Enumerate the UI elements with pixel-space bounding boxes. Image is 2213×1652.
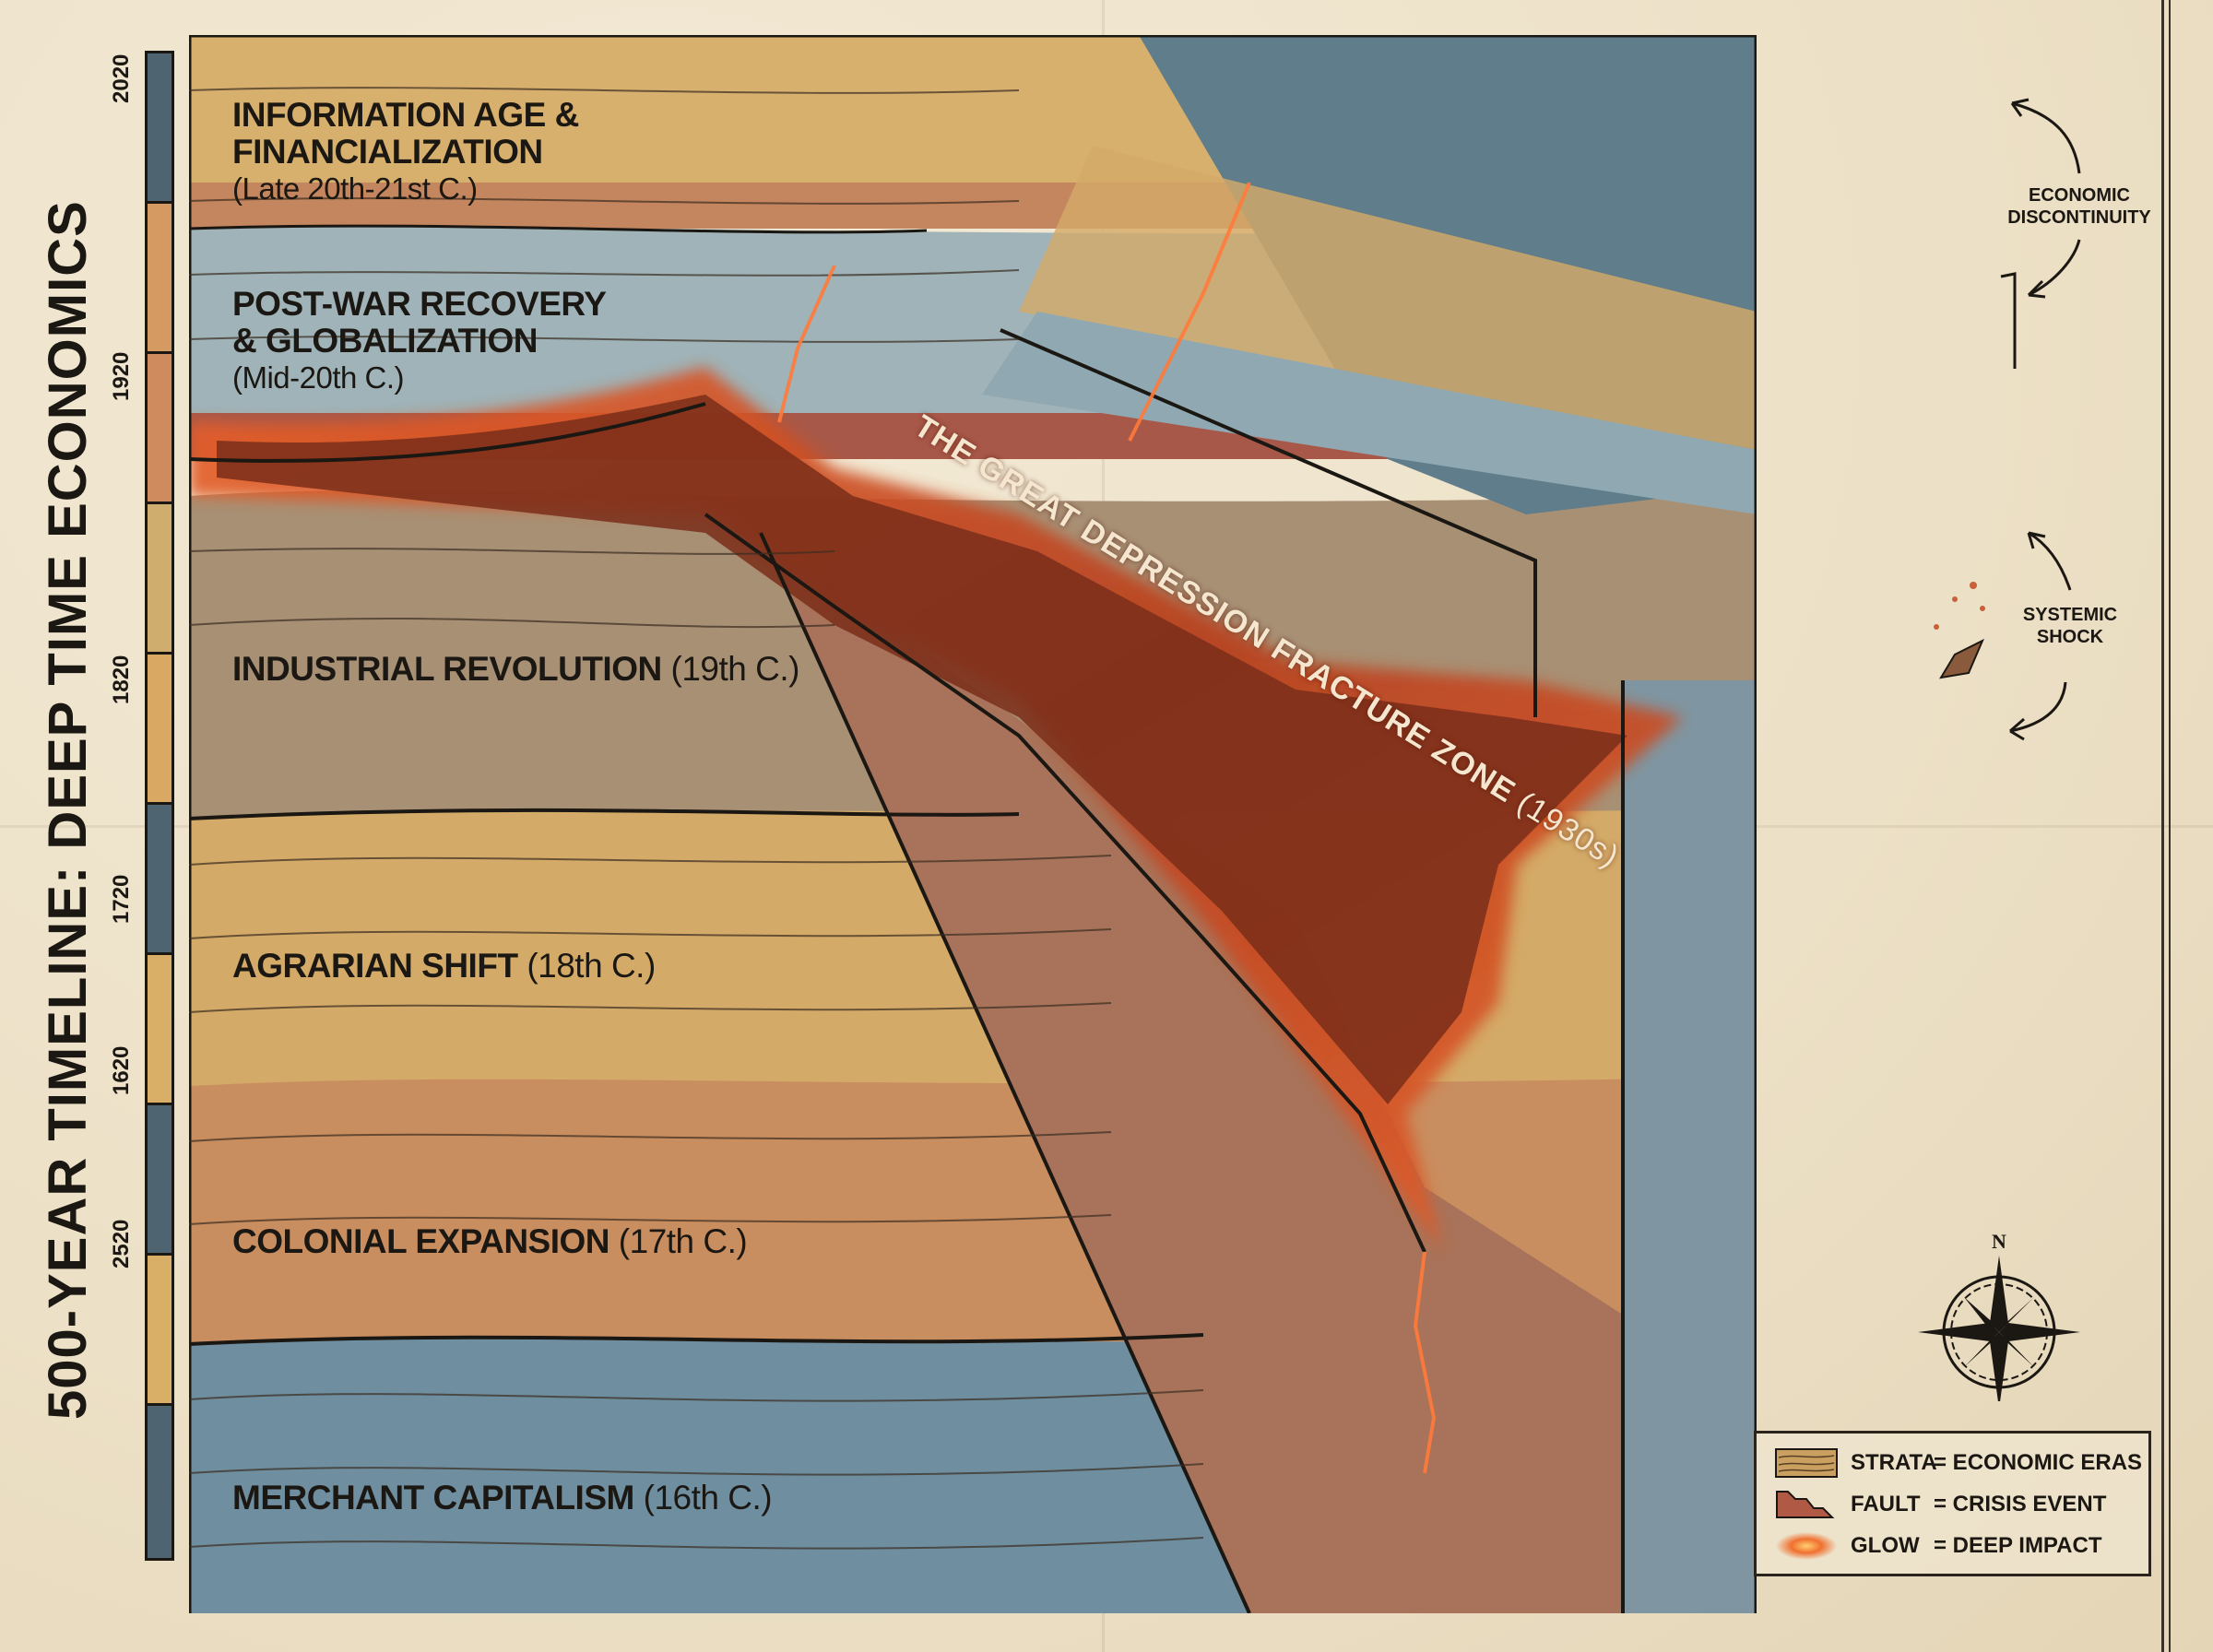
era-label-colonial: COLONIAL EXPANSION (17th C.) — [232, 1222, 748, 1260]
tick-label-1720: 1720 — [109, 874, 134, 924]
debris-fragments-icon — [1934, 582, 1985, 679]
timeline-segment — [148, 655, 172, 805]
compass-rose-icon: N — [1918, 1230, 2080, 1401]
timeline-segment — [148, 504, 172, 655]
tick-label-1620: 1620 — [109, 1045, 134, 1095]
tick-label-2520: 2520 — [109, 1219, 134, 1268]
frame-border-right — [2161, 0, 2164, 1652]
timeline-segment — [148, 1256, 172, 1406]
timeline-segment — [148, 53, 172, 204]
legend-item-glow: GLOW = DEEP IMPACT — [1775, 1528, 2101, 1564]
tick-label-2020: 2020 — [109, 53, 134, 103]
legend-item-fault: FAULT = CRISIS EVENT — [1775, 1486, 2106, 1523]
discontinuity-arrows-icon — [2000, 98, 2081, 369]
shock-arrows-icon — [2009, 531, 2072, 741]
compass-north-label: N — [1992, 1230, 2006, 1253]
timeline-bar — [145, 51, 174, 1561]
timeline-segment — [148, 354, 172, 504]
tick-label-1920: 1920 — [109, 351, 134, 401]
glow-oval-icon — [1776, 1532, 1837, 1560]
fault-step-icon — [1776, 1491, 1835, 1518]
era-label-merchant: MERCHANT CAPITALISM (16th C.) — [232, 1479, 773, 1516]
main-title: 500-YEAR TIMELINE: DEEP TIME ECONOMICS — [38, 200, 98, 1420]
fracture-glow — [189, 367, 1683, 1252]
strata-illustration — [189, 35, 1757, 1613]
tick-label-1820: 1820 — [109, 655, 134, 704]
frame-border-right-inner — [2169, 0, 2171, 1652]
legend-box: STRATA = ECONOMIC ERAS FAULT = CRISIS EV… — [1754, 1431, 2151, 1576]
era-label-industrial: INDUSTRIAL REVOLUTION (19th C.) — [232, 650, 799, 688]
timeline-segment — [148, 955, 172, 1105]
era-label-post-war: POST-WAR RECOVERY& GLOBALIZATION (Mid-20… — [232, 285, 607, 395]
timeline-segment — [148, 805, 172, 955]
era-label-agrarian: AGRARIAN SHIFT (18th C.) — [232, 947, 656, 985]
timeline-segment — [148, 204, 172, 354]
strata-swatch-icon — [1775, 1448, 1838, 1478]
strata-block-diagram: INFORMATION AGE &FINANCIALIZATION (Late … — [189, 35, 1757, 1613]
legend-item-strata: STRATA = ECONOMIC ERAS — [1775, 1445, 2142, 1481]
era-label-information-age: INFORMATION AGE &FINANCIALIZATION (Late … — [232, 96, 579, 206]
timeline-segment — [148, 1406, 172, 1552]
timeline-segment — [148, 1105, 172, 1256]
